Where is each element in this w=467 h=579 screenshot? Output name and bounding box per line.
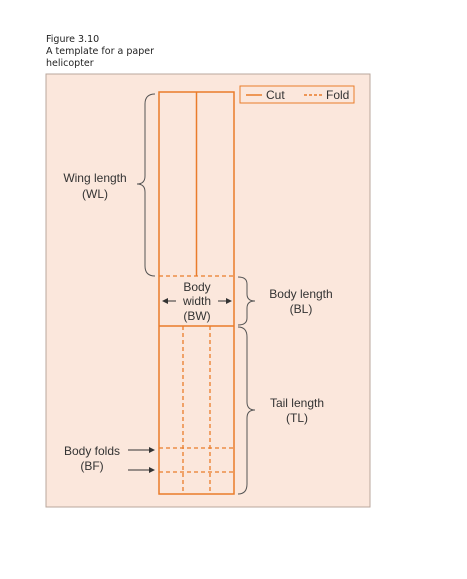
figure-title-line-2: helicopter: [46, 58, 94, 69]
body-width-label-2: width: [182, 294, 211, 308]
legend-fold-label: Fold: [326, 88, 349, 102]
body-width-abbr: (BW): [183, 309, 210, 323]
figure-number: Figure 3.10: [46, 34, 100, 45]
figure-title-line-1: A template for a paper: [46, 46, 154, 57]
wing-length-abbr: (WL): [82, 187, 108, 201]
body-folds-abbr: (BF): [80, 459, 103, 473]
body-length-brace: [237, 276, 256, 326]
body-length-label: Body length: [269, 287, 332, 301]
legend-box: [239, 85, 355, 104]
template-cut-lines: [158, 91, 235, 495]
wing-length-label: Wing length: [63, 171, 126, 185]
body-length-abbr: (BL): [290, 302, 313, 316]
legend-cut-label: Cut: [266, 88, 285, 102]
tail-length-brace: [237, 326, 256, 495]
wing-length-brace: [136, 93, 156, 277]
body-width-label-1: Body: [183, 280, 210, 294]
legend: Cut Fold: [239, 85, 355, 104]
tail-length-label: Tail length: [270, 396, 324, 410]
tail-length-abbr: (TL): [286, 411, 308, 425]
diagram-panel: [45, 73, 371, 508]
body-folds-label: Body folds: [64, 444, 120, 458]
figure-caption: Figure 3.10 A template for a paper helic…: [46, 34, 246, 70]
template-fold-lines: [159, 275, 234, 494]
